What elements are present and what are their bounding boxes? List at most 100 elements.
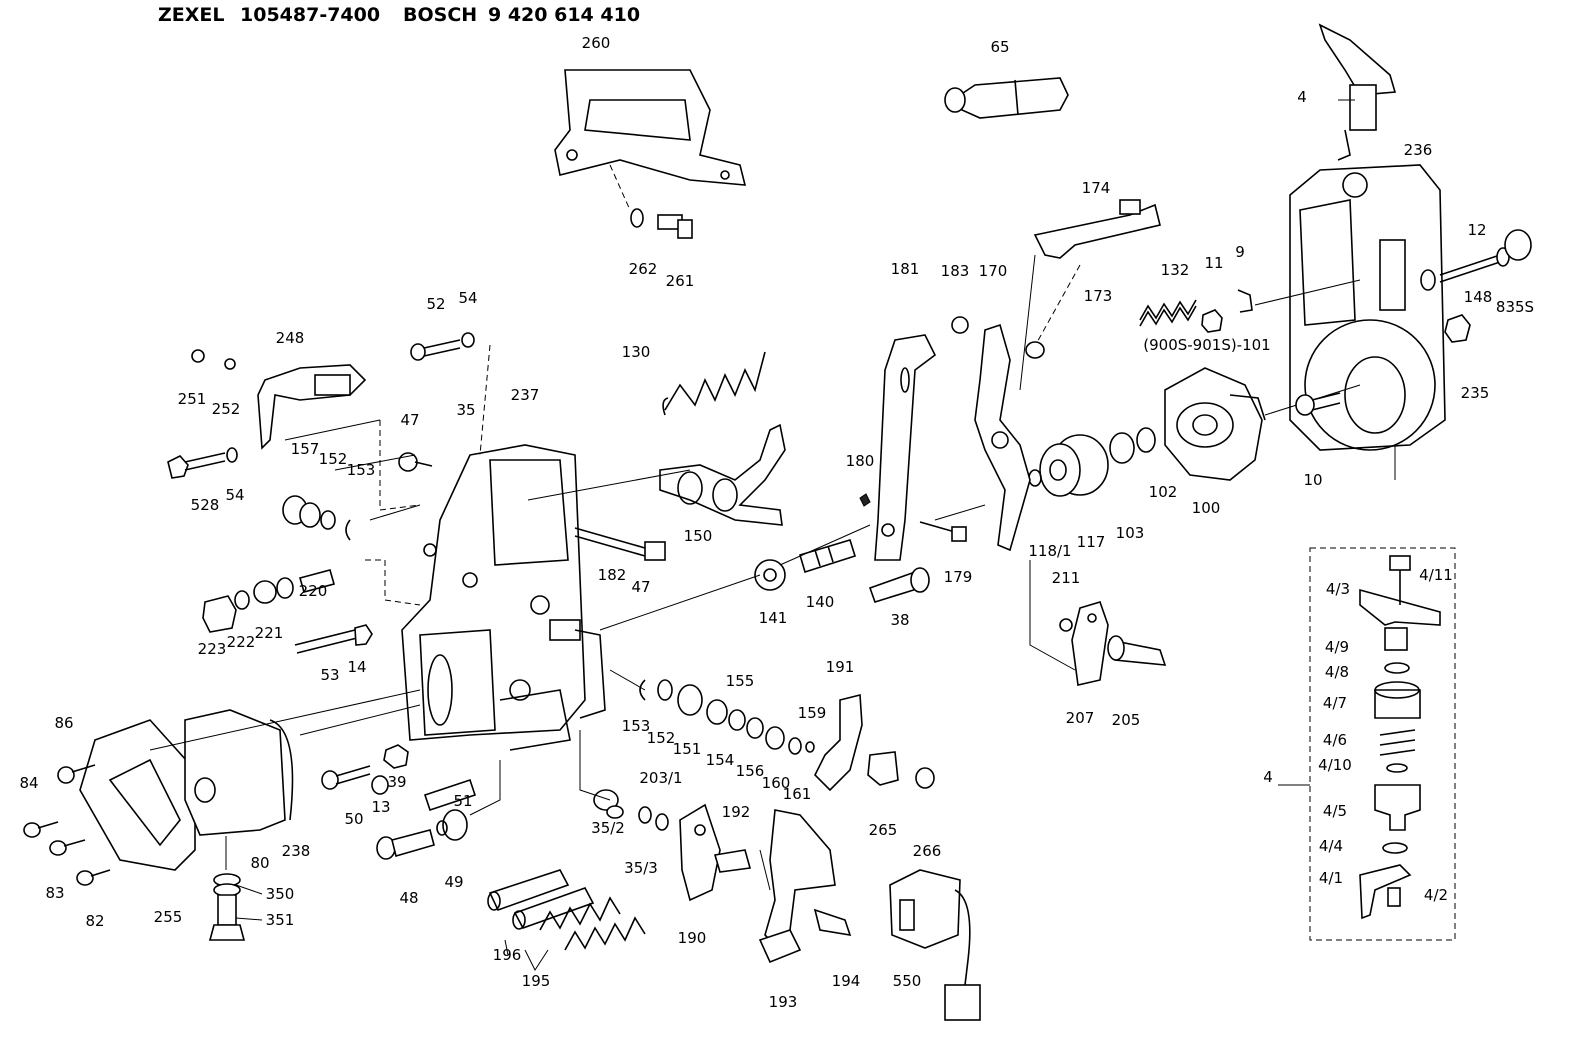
nut-141	[754, 559, 786, 591]
callout-label: 103	[1116, 524, 1145, 542]
callout-label: 102	[1149, 483, 1178, 501]
assembly-lines	[149, 254, 1396, 972]
screw-53	[294, 624, 373, 654]
callout-label: 174	[1082, 179, 1111, 197]
callout-label: 51	[453, 792, 472, 810]
callout-label: 83	[45, 884, 64, 902]
screw-11	[1201, 279, 1361, 333]
callout-label: 65	[990, 38, 1009, 56]
callout-label: 53	[320, 666, 339, 684]
nut-223	[202, 577, 294, 633]
pin-179	[919, 521, 967, 542]
callout-label: 130	[622, 343, 651, 361]
callout-label: 47	[631, 578, 650, 596]
callout-label: 35/2	[591, 819, 625, 837]
callout-label: 196	[493, 946, 522, 964]
callout-label: 152	[319, 450, 348, 468]
callout-label: 238	[282, 842, 311, 860]
callout-label: 835S	[1496, 298, 1534, 316]
callout-label: 159	[798, 704, 827, 722]
callout-label: 252	[212, 400, 241, 418]
header-bosch-part-number: 9 420 614 410	[488, 4, 641, 26]
lever-207	[1029, 560, 1167, 686]
header-brand-bosch: BOSCH	[403, 4, 478, 26]
callout-label: 157	[291, 440, 320, 458]
sleeves-196	[487, 869, 595, 930]
callout-label: 38	[890, 611, 909, 629]
screw-12	[1420, 229, 1532, 291]
callout-label: 550	[893, 972, 922, 990]
callout-label: 4	[1297, 88, 1307, 106]
callout-label: 173	[1084, 287, 1113, 305]
bolt-84	[23, 821, 59, 838]
callout-label: 4/5	[1323, 802, 1347, 820]
callout-label: 148	[1464, 288, 1493, 306]
flyweight-assembly-100	[1164, 367, 1266, 481]
callout-label: 183	[941, 262, 970, 280]
nut-39	[371, 744, 409, 795]
callout-label: 4/8	[1325, 663, 1349, 681]
callout-label: 265	[869, 821, 898, 839]
lever-181	[859, 334, 937, 561]
callout-label: 47	[400, 411, 419, 429]
callout-label: 193	[769, 993, 798, 1011]
callout-label: 4/9	[1325, 638, 1349, 656]
screw-50	[321, 765, 371, 790]
callout-label: 255	[154, 908, 183, 926]
bearing-103	[1109, 427, 1156, 464]
bolt-86	[57, 764, 96, 784]
bolt-261	[630, 208, 693, 239]
header-brand-zexel: ZEXEL	[158, 4, 225, 26]
callout-label: 50	[344, 810, 363, 828]
callout-label: 100	[1192, 499, 1221, 517]
callout-label: 156	[736, 762, 765, 780]
callout-label: 248	[276, 329, 305, 347]
callout-label: 140	[806, 593, 835, 611]
callout-label: 195	[522, 972, 551, 990]
callout-label: 13	[371, 798, 390, 816]
callout-label: 220	[299, 582, 328, 600]
plug-157	[282, 495, 351, 541]
inset-adjuster-4-detail	[1309, 547, 1456, 941]
callout-label: 117	[1077, 533, 1106, 551]
lever-shaft-150	[659, 423, 786, 526]
callout-label: 170	[979, 262, 1008, 280]
housing-80	[184, 709, 294, 836]
callout-label: 262	[629, 260, 658, 278]
callout-label: 80	[250, 854, 269, 872]
callout-label: 207	[1066, 709, 1095, 727]
callout-label: 39	[387, 773, 406, 791]
callout-label: 35/3	[624, 859, 658, 877]
callout-label: 49	[444, 873, 463, 891]
callout-label: 260	[582, 34, 611, 52]
callout-label: 160	[762, 774, 791, 792]
callout-label: 141	[759, 609, 788, 627]
bracket-248	[191, 349, 367, 450]
callout-label: 236	[1404, 141, 1433, 159]
callout-label: 222	[227, 633, 256, 651]
callout-label: 151	[673, 740, 702, 758]
callout-label: 35	[456, 401, 475, 419]
callout-label: 350	[266, 885, 295, 903]
callout-label: 237	[511, 386, 540, 404]
screw-38	[868, 567, 930, 603]
screw-140	[799, 539, 857, 574]
screw-350-351	[208, 873, 246, 941]
bolt-52	[410, 332, 475, 361]
adjuster-4	[1318, 23, 1397, 161]
sleeve-117	[1039, 434, 1109, 497]
callout-label: 192	[722, 803, 751, 821]
lever-170	[951, 316, 1045, 552]
cover-plate-255	[79, 719, 196, 871]
lever-174	[1029, 199, 1161, 356]
callout-label: 54	[225, 486, 244, 504]
pump-housing	[401, 444, 606, 751]
callout-label: 82	[85, 912, 104, 930]
callout-label: 221	[255, 624, 284, 642]
callout-label: 161	[783, 785, 812, 803]
callout-label: 235	[1461, 384, 1490, 402]
bushing-49	[436, 809, 468, 841]
seal-stack-151-161	[639, 679, 815, 755]
